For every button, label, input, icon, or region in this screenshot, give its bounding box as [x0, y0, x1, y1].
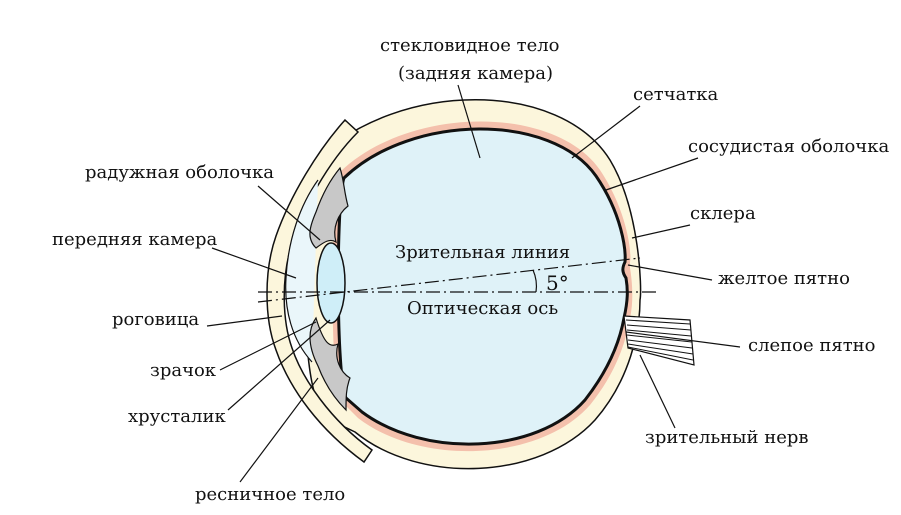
label-sclera: склера: [690, 203, 756, 224]
label-vitreous-line2: (задняя камера): [398, 63, 553, 84]
label-lens: хрусталик: [128, 406, 226, 427]
leader-ciliary-body: [239, 377, 319, 483]
leader-blind-spot: [625, 331, 741, 348]
label-pupil: зрачок: [150, 360, 217, 381]
optic-nerve-fibers: [625, 319, 694, 361]
label-choroid: сосудистая оболочка: [688, 136, 889, 157]
leader-macula: [627, 264, 713, 281]
leader-pupil: [219, 321, 317, 371]
leader-vitreous: [457, 84, 481, 159]
leader-choroid: [605, 157, 699, 191]
leader-anterior-chamber: [211, 247, 297, 279]
label-macula: желтое пятно: [718, 268, 850, 289]
leader-lens: [227, 319, 331, 411]
lens: [316, 242, 346, 324]
leader-iris: [257, 185, 321, 241]
visual-line: [257, 257, 641, 303]
label-cornea: роговица: [112, 309, 199, 330]
label-optical-axis: Оптическая ось: [407, 298, 558, 319]
label-visual-line: Зрительная линия: [395, 242, 570, 263]
label-blind-spot: слепое пятно: [748, 335, 876, 356]
label-iris: радужная оболочка: [85, 162, 274, 183]
label-angle: 5°: [546, 271, 569, 295]
label-optic-nerve: зрительный нерв: [645, 427, 809, 448]
leader-retina: [571, 105, 641, 159]
label-anterior-chamber: передняя камера: [52, 229, 217, 250]
leader-optic-nerve: [639, 354, 676, 429]
angle-arc: [532, 269, 538, 293]
leader-cornea: [206, 315, 283, 327]
anterior-chamber: [285, 179, 319, 363]
optic-nerve: [623, 315, 695, 366]
label-vitreous-line1: стекловидное тело: [380, 35, 560, 56]
iris-lower: [309, 316, 351, 412]
label-retina: сетчатка: [633, 84, 719, 105]
vitreous-body: [336, 127, 629, 446]
label-ciliary-body: ресничное тело: [195, 484, 345, 505]
iris-upper: [309, 166, 349, 249]
leader-sclera: [631, 224, 691, 239]
